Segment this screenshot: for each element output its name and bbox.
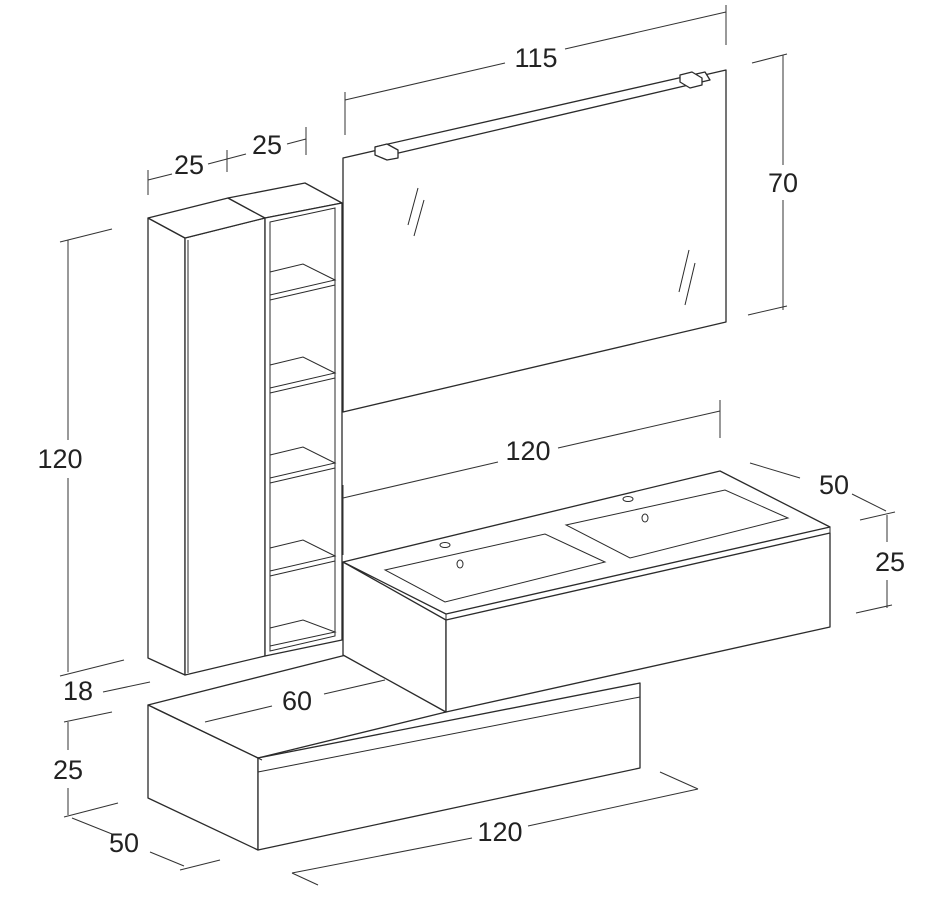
sink-unit-width-label: 120 <box>505 436 550 466</box>
tall-column-closed <box>147 197 266 676</box>
base-unit-depth-label: 50 <box>109 828 139 858</box>
sink-unit-height-label: 25 <box>875 547 905 577</box>
shelf-1 <box>269 263 337 301</box>
tall-column-shelves <box>227 182 343 657</box>
tall-unit-left-width-label: 25 <box>174 150 204 180</box>
open-top-width-label: 60 <box>282 686 312 716</box>
tall-unit-right-width-label: 25 <box>252 130 282 160</box>
dimension-lines <box>59 5 896 886</box>
dimension-labels: 115 70 25 25 120 18 120 50 25 60 25 50 1… <box>37 43 905 858</box>
sink-cabinet <box>342 470 831 713</box>
mirror-light-bar <box>374 71 711 161</box>
base-cabinet <box>147 654 641 851</box>
mirror-width-label: 115 <box>514 43 557 73</box>
mirror-height-label: 70 <box>768 168 798 198</box>
base-unit-height-label: 25 <box>53 755 83 785</box>
sink-unit-depth-label: 50 <box>819 470 849 500</box>
shelf-3 <box>269 446 337 484</box>
basin-left <box>383 533 607 603</box>
tall-unit-height-label: 120 <box>37 444 82 474</box>
basin-right <box>564 489 790 559</box>
base-unit-width-label: 120 <box>477 817 522 847</box>
shelf-2 <box>269 356 337 394</box>
tall-unit-gap-label: 18 <box>63 676 93 706</box>
shelf-5 <box>269 619 337 647</box>
shelf-4 <box>269 539 337 577</box>
